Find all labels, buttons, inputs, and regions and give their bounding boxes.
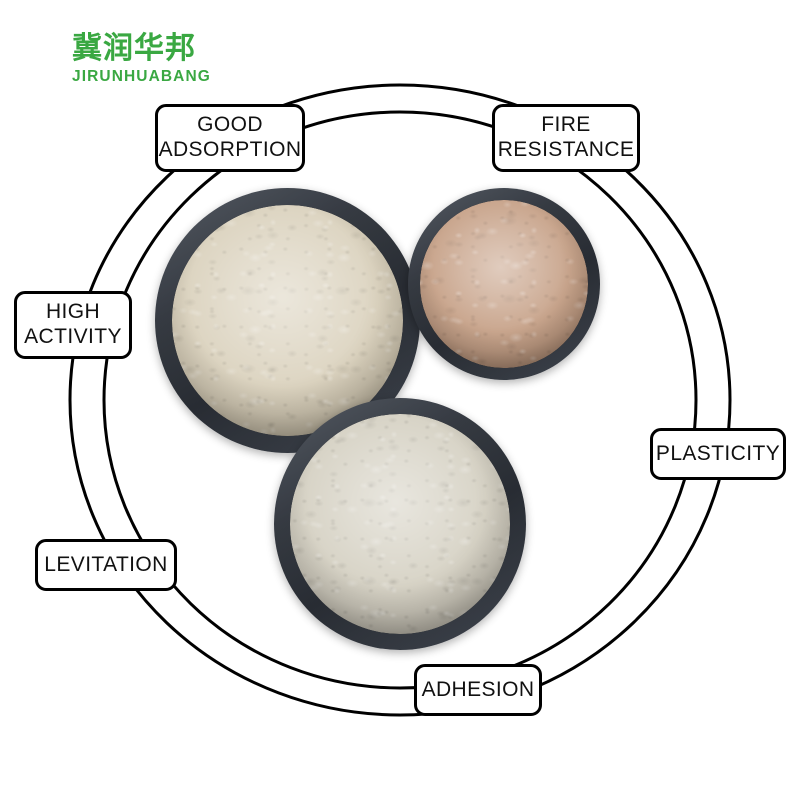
sample-dish-grey <box>274 398 526 650</box>
powder-fill <box>420 200 588 368</box>
powder-fill <box>172 205 403 436</box>
powder-mound-shading <box>290 414 510 634</box>
dish-interior <box>172 205 403 436</box>
logo-chinese-text: 冀润华邦 <box>72 31 196 66</box>
company-logo: 冀润华邦 JIRUNHUABANG <box>72 34 211 85</box>
powder-grain-texture <box>420 200 588 368</box>
feature-label-plasticity[interactable]: PLASTICITY <box>650 428 786 480</box>
feature-label-good-adsorption[interactable]: GOOD ADSORPTION <box>155 104 305 172</box>
powder-fill <box>290 414 510 634</box>
powder-grain-texture <box>290 414 510 634</box>
powder-mound-shading <box>420 200 588 368</box>
feature-label-fire-resistance[interactable]: FIRE RESISTANCE <box>492 104 640 172</box>
dish-interior <box>420 200 588 368</box>
powder-grain-texture <box>172 205 403 436</box>
logo-pinyin-text: JIRUNHUABANG <box>72 68 211 85</box>
powder-mound-shading <box>172 205 403 436</box>
feature-label-adhesion[interactable]: ADHESION <box>414 664 542 716</box>
outer-ring-arc <box>68 83 732 717</box>
inner-ring-arc <box>102 110 698 690</box>
dish-interior <box>290 414 510 634</box>
sample-dish-beige <box>155 188 420 453</box>
sample-dish-pink <box>408 188 600 380</box>
feature-label-levitation[interactable]: LEVITATION <box>35 539 177 591</box>
feature-label-high-activity[interactable]: HIGH ACTIVITY <box>14 291 132 359</box>
